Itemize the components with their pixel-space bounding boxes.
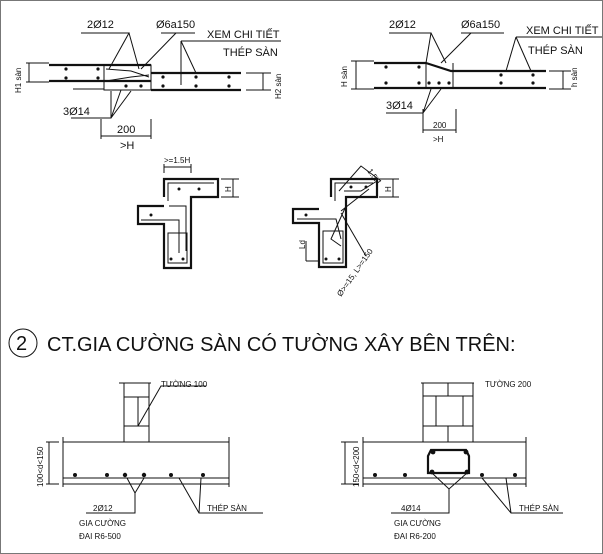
label-slab-steel: THÉP SÀN <box>519 504 559 513</box>
label-3d14: 3Ø14 <box>386 100 413 112</box>
label-width: 200 <box>433 121 447 130</box>
label-stirrup-r6-500: ĐAI R6-500 <box>79 532 121 541</box>
label-dim-side: H <box>224 186 233 192</box>
label-reinforce: GIA CƯỜNG <box>394 519 441 528</box>
label-slab-steel: THÉP SÀN <box>207 504 247 513</box>
label-see-detail: XEM CHI TIẾT <box>526 24 599 37</box>
label-dim-bottom: Ø>=15, L>=150 <box>335 247 375 299</box>
detail-top-right: 2Ø12 Ø6a150 XEM CHI TIẾT THÉP SÀN H sàn … <box>340 19 602 144</box>
label-reinforce: GIA CƯỜNG <box>79 519 126 528</box>
label-h2-slab: H2 sàn <box>274 74 283 99</box>
label-3d14: 3Ø14 <box>63 106 90 118</box>
label-slab-steel: THÉP SÀN <box>223 46 278 59</box>
label-wall-200: TƯỜNG 200 <box>485 380 532 389</box>
label-stirrup: Ø6a150 <box>461 19 500 31</box>
label-thickness: 150<d<200 <box>352 446 361 487</box>
label-stirrup-r6-200: ĐAI R6-200 <box>394 532 436 541</box>
label-2d12: 2Ø12 <box>93 504 113 513</box>
label-wall-100: TƯỜNG 100 <box>161 380 208 389</box>
label-dim-left: Ld <box>298 240 307 249</box>
detail-mid-left: >=1.5H H <box>136 156 239 270</box>
section-number: 2 <box>16 333 27 355</box>
label-thickness: 100<d<150 <box>36 446 45 487</box>
detail-top-left: 2Ø12 Ø6a150 XEM CHI TIẾT THÉP SÀN H1 sàn… <box>14 19 283 152</box>
label-2d12: 2Ø12 <box>87 19 114 31</box>
section-number-circle <box>8 328 38 358</box>
detail-bottom-right: TƯỜNG 200 150<d<200 4Ø14 GIA CƯỜNG ĐAI R… <box>341 380 563 541</box>
label-stirrup: Ø6a150 <box>156 19 195 31</box>
label-see-detail: XEM CHI TIẾT <box>207 28 280 41</box>
label-2d12: 2Ø12 <box>389 19 416 31</box>
label-4d14: 4Ø14 <box>401 504 421 513</box>
label-width-min: >H <box>433 135 444 144</box>
label-width-min: >H <box>120 140 134 152</box>
section-title: CT.GIA CƯỜNG SÀN CÓ TƯỜNG XÂY BÊN TRÊN: <box>47 333 516 356</box>
detail-bottom-left: TƯỜNG 100 100<d<150 2Ø12 GIA CƯỜNG ĐAI R… <box>36 380 263 541</box>
detail-mid-right: 1.5H H Ld Ø>=15, L>=150 <box>291 165 399 299</box>
label-dim-top: >=1.5H <box>164 156 190 165</box>
section-heading: 2 CT.GIA CƯỜNG SÀN CÓ TƯỜNG XÂY BÊN TRÊN… <box>8 328 516 358</box>
label-slab-steel: THÉP SÀN <box>528 44 583 57</box>
label-h1-slab: H1 sàn <box>14 68 23 93</box>
label-h-slab: H sàn <box>340 66 349 87</box>
label-dim-side: H <box>384 186 393 192</box>
label-width: 200 <box>117 124 135 136</box>
label-h-small-slab: h sàn <box>570 67 579 87</box>
